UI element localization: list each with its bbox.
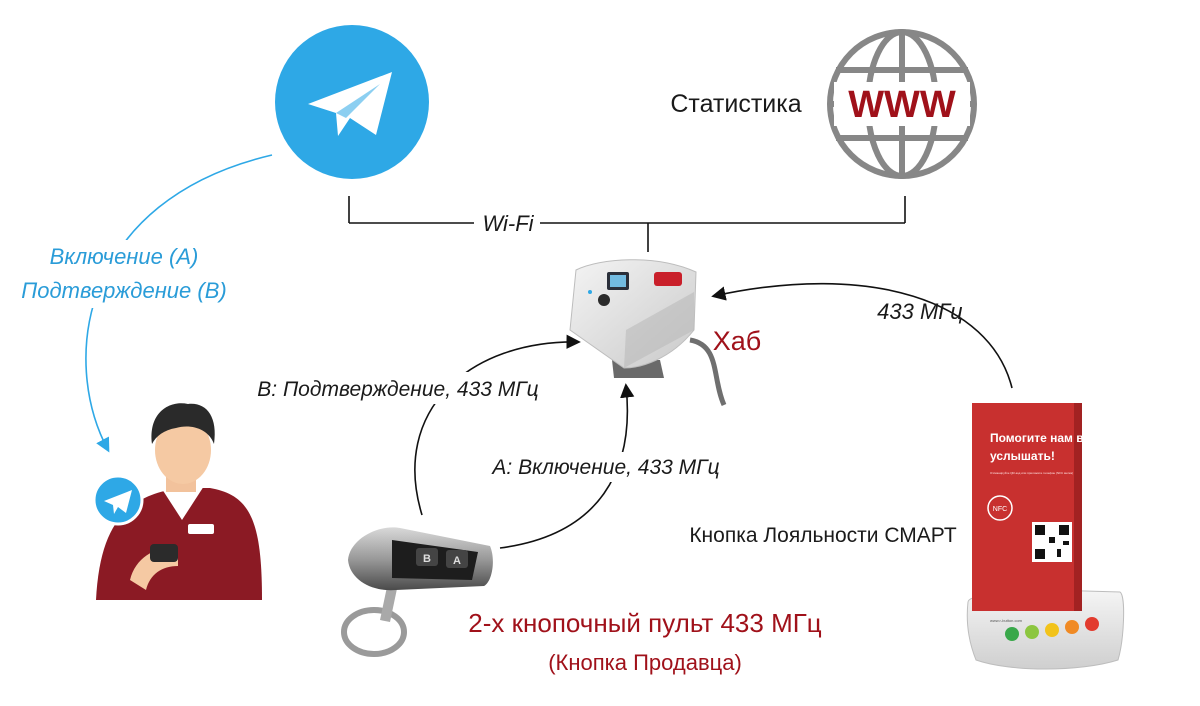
confirm-link-label: B: Подтверждение, 433 МГц — [257, 378, 538, 401]
enable-link-label: A: Включение, 433 МГц — [490, 456, 719, 479]
remote-button-b-label: B — [423, 553, 431, 565]
stand-nfc-icon — [987, 495, 1013, 521]
telegram-label-confirm: Подтверждение (B) — [21, 278, 226, 303]
hub-camera — [598, 294, 610, 306]
remote-subtitle: (Кнопка Продавца) — [548, 650, 742, 675]
seller-watch — [150, 544, 178, 562]
stand-headline-1: Помогите нам вас — [990, 431, 1097, 445]
hub-device — [569, 259, 727, 407]
loyalty-button-label: Кнопка Лояльности СМАРТ — [689, 524, 957, 547]
remote-title: 2-х кнопочный пульт 433 МГц — [468, 608, 822, 638]
wifi-label: Wi-Fi — [482, 211, 534, 236]
key-fob-remote: B A — [341, 527, 493, 657]
rating-button-4 — [1065, 620, 1079, 634]
www-text: WWW — [848, 84, 956, 126]
stats-label: Статистика — [670, 90, 801, 118]
stand-rating-buttons — [1005, 617, 1099, 641]
arrow-stand-to-hub — [711, 282, 1013, 389]
hub-logo — [654, 272, 682, 286]
remote-button-a-label: A — [453, 555, 461, 567]
key-ring — [341, 607, 407, 657]
remote-button-b — [416, 548, 438, 566]
arrow-enable — [499, 383, 635, 549]
freq-label-right: 433 МГц — [877, 299, 963, 324]
stand-panel — [972, 403, 1082, 611]
www-label-band — [834, 82, 970, 126]
stand-nfc-label: NFC — [993, 506, 1007, 513]
rating-button-1 — [1005, 627, 1019, 641]
loyalty-stand: Помогите нам вас услышать! Отсканируйте … — [966, 403, 1125, 670]
hub-label: Хаб — [713, 326, 762, 356]
stand-qr-code — [1032, 522, 1072, 562]
stand-site: www.r-button.com — [990, 618, 1023, 623]
arrow-confirm — [414, 334, 581, 516]
stand-headline-2: услышать! — [990, 449, 1055, 463]
rating-button-5 — [1085, 617, 1099, 631]
rating-button-3 — [1045, 623, 1059, 637]
telegram-icon — [275, 25, 429, 179]
rating-button-2 — [1025, 625, 1039, 639]
telegram-badge-icon — [92, 474, 144, 526]
wifi-bracket — [348, 196, 906, 252]
remote-button-a — [446, 550, 468, 568]
stand-small-text: Отсканируйте QR-код или приложите телефо… — [990, 471, 1073, 475]
telegram-label-enable: Включение (A) — [50, 244, 199, 269]
